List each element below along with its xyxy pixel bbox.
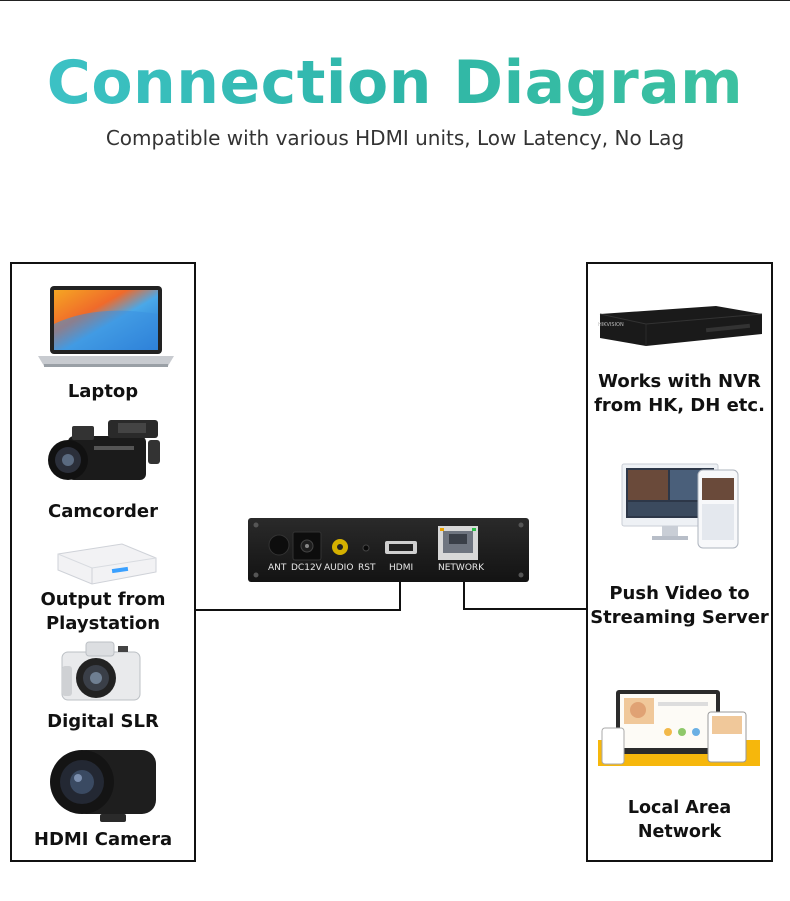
output-targets-panel: HIKVISION Works with NVR from HK, DH etc… <box>586 262 773 862</box>
encoder-front-panel <box>253 522 524 578</box>
output-label-nvr: Works with NVR from HK, DH etc. <box>594 371 765 416</box>
port-label-network: NETWORK <box>438 563 485 573</box>
hdmi-camera-icon <box>50 750 156 822</box>
output-label-lan: Local Area Network <box>627 798 732 842</box>
page-subtitle: Compatible with various HDMI units, Low … <box>105 126 685 150</box>
page-title: Connection Diagram <box>0 48 790 118</box>
port-label-audio: AUDIO <box>324 563 354 573</box>
network-connection-line-vertical <box>463 582 465 610</box>
output-label-streaming: Push Video to Streaming Server <box>590 583 769 628</box>
top-border <box>0 0 790 1</box>
nvr-brand-text: HIKVISION <box>598 322 624 328</box>
laptop-icon <box>38 286 174 367</box>
playstation-icon <box>57 543 157 585</box>
hdmi-connection-line-horizontal <box>196 609 401 611</box>
port-label-rst: RST <box>358 563 376 573</box>
dslr-camera-icon <box>61 641 141 701</box>
input-label-dslr: Digital SLR <box>47 711 159 732</box>
streaming-server-icon <box>621 463 739 549</box>
hdmi-encoder-device: ANT DC12V AUDIO RST HDMI NETWORK <box>248 518 529 582</box>
input-label-hdmi-camera: HDMI Camera <box>33 829 173 850</box>
input-label-camcorder: Camcorder <box>48 501 158 522</box>
camcorder-icon <box>48 420 160 480</box>
nvr-icon <box>599 306 763 346</box>
input-sources-panel: Laptop Camcorder Output from Playstation… <box>10 262 196 862</box>
network-connection-line-horizontal <box>463 608 586 610</box>
port-label-ant: ANT <box>268 563 287 573</box>
input-label-laptop: Laptop <box>67 381 139 402</box>
port-label-hdmi: HDMI <box>389 563 414 573</box>
input-label-playstation: Output from Playstation <box>40 589 166 634</box>
port-label-dc12v: DC12V <box>291 563 322 573</box>
local-area-network-icon <box>598 690 760 766</box>
hdmi-connection-line-vertical <box>399 582 401 611</box>
